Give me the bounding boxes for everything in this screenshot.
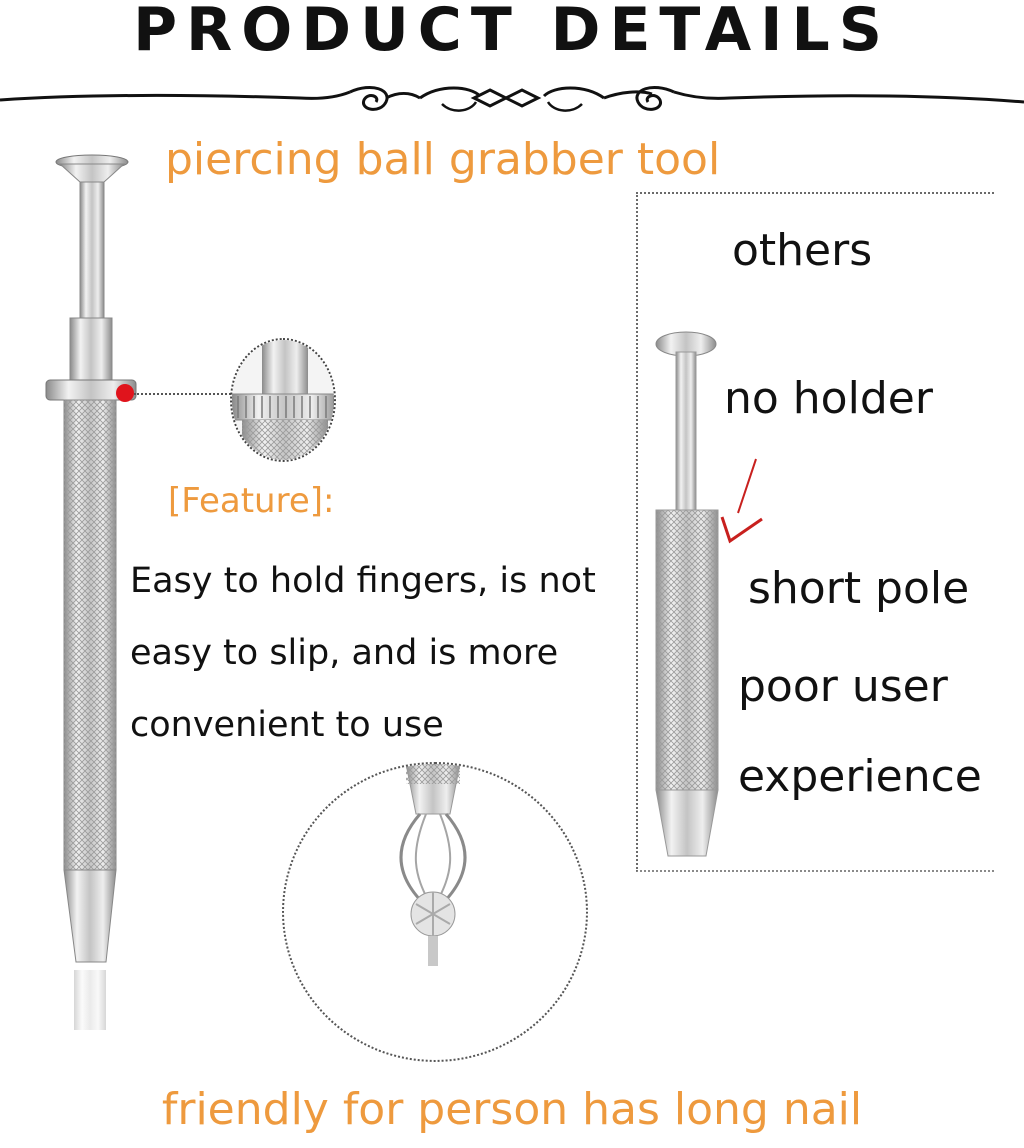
short-pole-label: short pole xyxy=(748,563,970,614)
claw-zoom-circle xyxy=(282,762,588,1062)
others-label: others xyxy=(732,225,873,276)
holder-zoom-circle xyxy=(230,338,336,462)
leader-line xyxy=(134,393,234,395)
feature-line: easy to slip, and is more xyxy=(130,633,559,673)
product-subtitle: piercing ball grabber tool xyxy=(165,134,721,185)
footer-caption: friendly for person has long nail xyxy=(161,1084,863,1135)
feature-description: Easy to hold fingers, is not easy to sli… xyxy=(130,545,630,761)
marker-dot xyxy=(116,384,134,402)
ornament-divider xyxy=(0,86,1024,112)
holder-detail-image xyxy=(232,340,334,460)
feature-line: convenient to use xyxy=(130,705,444,745)
arrow-icon xyxy=(720,458,763,544)
feature-label: [Feature]: xyxy=(168,481,335,521)
other-grabber-image xyxy=(655,331,719,857)
experience-label: experience xyxy=(738,751,982,802)
feature-line: Easy to hold fingers, is not xyxy=(130,561,596,601)
claw-detail-image xyxy=(399,764,467,966)
page-title: PRODUCT DETAILS xyxy=(133,0,891,65)
no-holder-label: no holder xyxy=(724,373,933,424)
comparison-box xyxy=(636,192,994,872)
poor-user-label: poor user xyxy=(738,661,948,712)
grabber-tool-image xyxy=(45,154,137,1030)
